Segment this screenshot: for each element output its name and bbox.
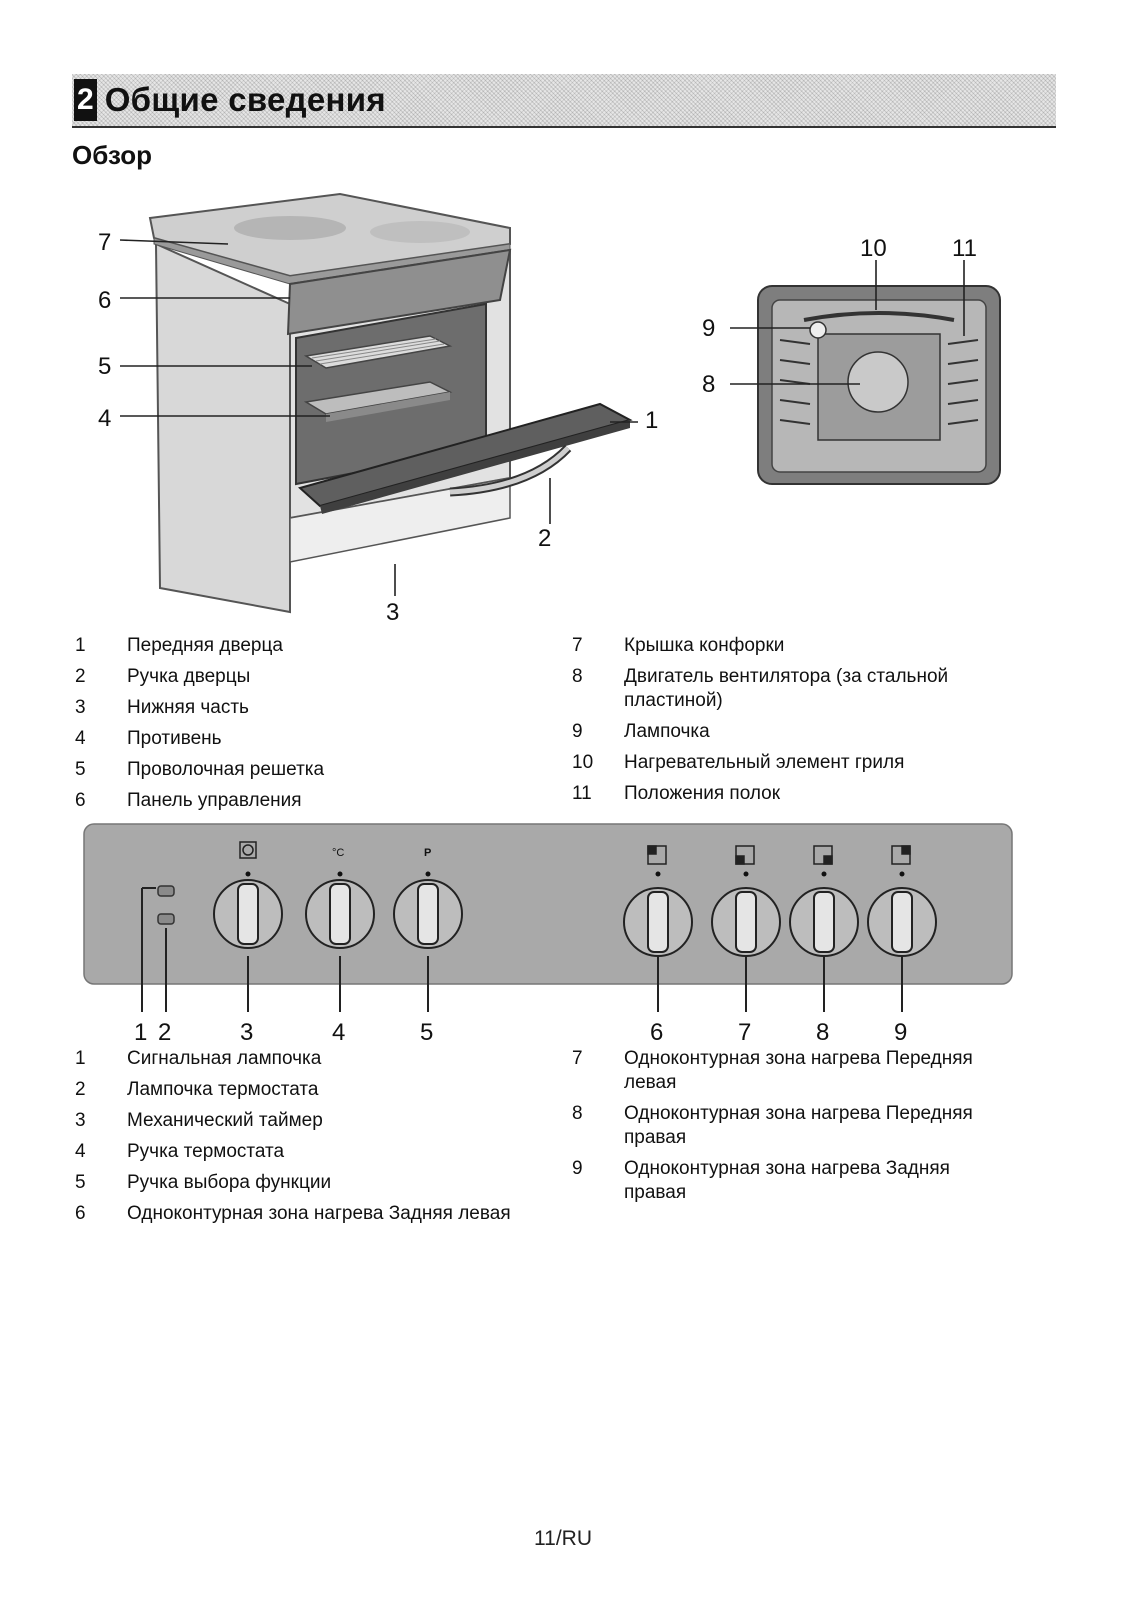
legend-item: 1 Передняя дверца (75, 634, 555, 658)
panel-callout-1: 1 (134, 1019, 147, 1046)
legend-item-number: 6 (75, 1203, 86, 1224)
section-header: 2 Общие сведения (72, 74, 1056, 128)
legend-panel-left: 1 Сигнальная лампочка 2 Лампочка термостата… (75, 1047, 555, 1233)
legend-item-text: Лампочка термостата (127, 1079, 319, 1100)
panel-callout-9: 9 (894, 1019, 907, 1046)
legend-item-number: 1 (75, 635, 86, 656)
legend-item-text: Нагревательный элемент гриля (624, 752, 905, 773)
legend-item-number: 5 (75, 1172, 86, 1193)
legend-item-text: Ручка термостата (127, 1141, 285, 1162)
legend-item: 1 Сигнальная лампочка (75, 1047, 555, 1071)
legend-item: 8 Двигатель вентилятора (за стальной плас… (572, 665, 992, 713)
oven-callout-3: 3 (386, 599, 399, 626)
legend-item-text: Панель управления (127, 790, 302, 811)
legend-item-text: Передняя дверца (127, 635, 283, 656)
oven-callout-7: 7 (98, 229, 111, 256)
panel-callout-6: 6 (650, 1019, 663, 1046)
interior-callout-9: 9 (702, 315, 715, 342)
legend-item-text: Ручка дверцы (127, 666, 251, 687)
legend-item: 4 Ручка термостата (75, 1140, 555, 1164)
legend-item: 10 Нагревательный элемент гриля (572, 751, 992, 775)
oven-callout-5: 5 (98, 353, 111, 380)
oven-callout-6: 6 (98, 287, 111, 314)
legend-item-number: 7 (572, 1048, 583, 1069)
legend-item-text: Противень (127, 728, 222, 749)
oven-interior-illustration: 9 8 10 11 (702, 235, 1001, 485)
legend-item-number: 1 (75, 1048, 86, 1069)
legend-item-number: 9 (572, 1158, 583, 1179)
oven-callout-2: 2 (538, 525, 551, 552)
legend-item-number: 11 (572, 783, 592, 804)
legend-item-text: Одноконтурная зона нагрева Передняя прав… (624, 1103, 973, 1148)
legend-item-number: 4 (75, 1141, 86, 1162)
legend-item: 6 Панель управления (75, 789, 555, 813)
legend-item-text: Одноконтурная зона нагрева Передняя лева… (624, 1048, 973, 1093)
legend-oven-left: 1 Передняя дверца 2 Ручка дверцы 3 Нижняя час… (75, 634, 555, 820)
panel-callout-4: 4 (332, 1019, 345, 1046)
legend-panel-right: 7 Одноконтурная зона нагрева Передняя лев… (572, 1047, 1012, 1212)
legend-item-text: Ручка выбора функции (127, 1172, 332, 1193)
panel-callout-7: 7 (738, 1019, 751, 1046)
legend-item: 2 Ручка дверцы (75, 665, 555, 689)
panel-callout-3: 3 (240, 1019, 253, 1046)
legend-item: 4 Противень (75, 727, 555, 751)
legend-item: 7 Одноконтурная зона нагрева Передняя лев… (572, 1047, 1012, 1095)
legend-item-number: 2 (75, 1079, 86, 1100)
legend-item-number: 8 (572, 1103, 583, 1124)
panel-callout-2: 2 (158, 1019, 171, 1046)
oven-callout-1: 1 (645, 407, 658, 434)
legend-item-number: 6 (75, 790, 86, 811)
legend-item: 9 Одноконтурная зона нагрева Задняя права… (572, 1157, 1012, 1205)
function-symbol: P (424, 847, 431, 859)
oven-illustration: 7 6 5 4 1 2 3 (98, 192, 658, 626)
page-number: 11/RU (534, 1527, 592, 1550)
section-number: 2 (74, 79, 97, 121)
legend-item-number: 3 (75, 697, 86, 718)
legend-oven-right: 7 Крышка конфорки 8 Двигатель вентилятора (… (572, 634, 992, 813)
section-title: Общие сведения (104, 81, 386, 118)
legend-item: 9 Лампочка (572, 720, 992, 744)
control-panel-illustration: °C P 1 2 3 4 5 6 7 8 9 (83, 823, 1013, 1046)
thermostat-symbol: °C (332, 847, 344, 859)
legend-item-number: 9 (572, 721, 583, 742)
subheading: Обзор (72, 140, 152, 170)
legend-item: 6 Одноконтурная зона нагрева Задняя левая (75, 1202, 555, 1226)
legend-item: 2 Лампочка термостата (75, 1078, 555, 1102)
legend-item: 5 Ручка выбора функции (75, 1171, 555, 1195)
legend-item-number: 10 (572, 752, 594, 773)
legend-item: 3 Механический таймер (75, 1109, 555, 1133)
panel-callout-5: 5 (420, 1019, 433, 1046)
oven-callout-4: 4 (98, 405, 111, 432)
legend-item: 5 Проволочная решетка (75, 758, 555, 782)
legend-item-number: 2 (75, 666, 86, 687)
legend-item-text: Положения полок (624, 783, 781, 804)
legend-item: 7 Крышка конфорки (572, 634, 992, 658)
legend-item-text: Двигатель вентилятора (за стальной пласт… (624, 666, 949, 711)
interior-callout-8: 8 (702, 371, 715, 398)
legend-item-text: Одноконтурная зона нагрева Задняя левая (127, 1203, 511, 1224)
legend-item: 3 Нижняя часть (75, 696, 555, 720)
legend-item-number: 4 (75, 728, 86, 749)
legend-item: 11 Положения полок (572, 782, 992, 806)
legend-item: 8 Одноконтурная зона нагрева Передняя пра… (572, 1102, 1012, 1150)
legend-item-number: 7 (572, 635, 583, 656)
legend-item-text: Одноконтурная зона нагрева Задняя правая (624, 1158, 950, 1203)
interior-callout-10: 10 (860, 235, 887, 262)
legend-item-number: 8 (572, 666, 583, 687)
legend-item-text: Нижняя часть (127, 697, 249, 718)
legend-item-text: Крышка конфорки (624, 635, 785, 656)
panel-callout-8: 8 (816, 1019, 829, 1046)
legend-item-text: Сигнальная лампочка (127, 1048, 322, 1069)
legend-item-text: Лампочка (624, 721, 710, 742)
legend-item-text: Проволочная решетка (127, 759, 325, 780)
legend-item-text: Механический таймер (127, 1110, 323, 1131)
legend-item-number: 3 (75, 1110, 86, 1131)
legend-item-number: 5 (75, 759, 86, 780)
interior-callout-11: 11 (952, 235, 977, 262)
